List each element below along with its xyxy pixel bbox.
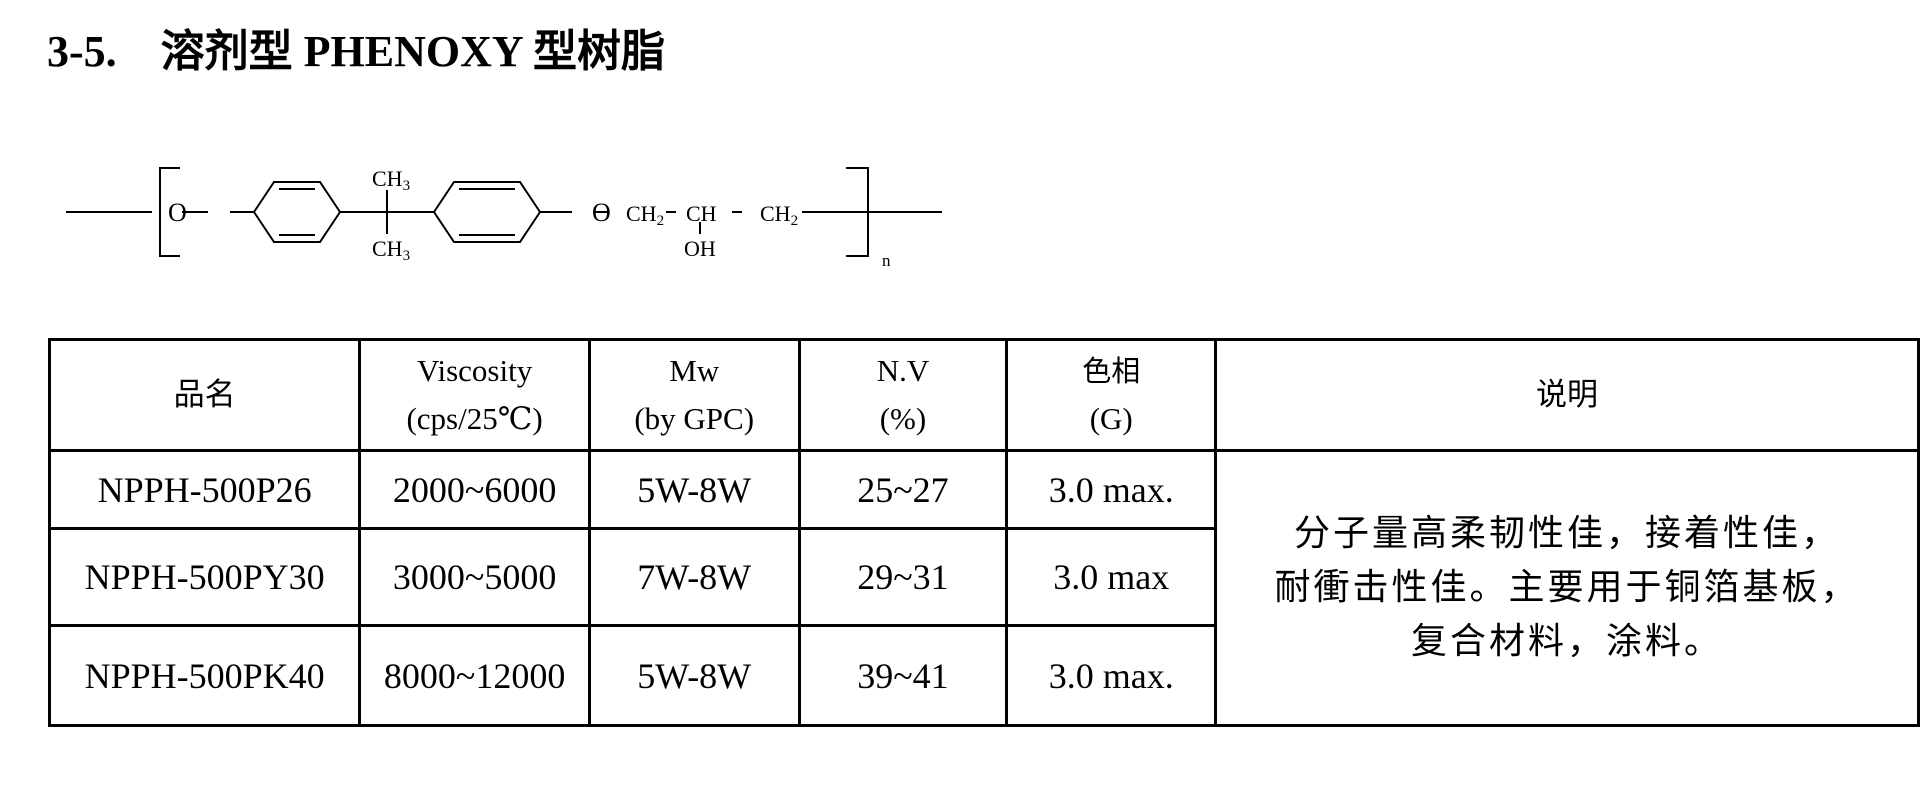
cell-color: 3.0 max bbox=[1005, 527, 1218, 627]
phenoxy-structure-diagram: O CH3 CH3 O CH2 CH CH2 OH n bbox=[66, 166, 942, 270]
table-header-row: 品名 Viscosity(cps/25℃) Mw(by GPC) N.V(%) … bbox=[47, 338, 1920, 452]
repeat-subscript-n: n bbox=[882, 251, 891, 270]
methylene-a: CH2 bbox=[626, 201, 664, 229]
section-number: 3-5. bbox=[47, 27, 117, 76]
cell-viscosity: 2000~6000 bbox=[358, 449, 591, 530]
header-mw: Mw(by GPC) bbox=[587, 338, 801, 452]
product-spec-table: 品名 Viscosity(cps/25℃) Mw(by GPC) N.V(%) … bbox=[47, 338, 1920, 727]
methyl-top: CH3 bbox=[372, 166, 410, 194]
cell-color: 3.0 max. bbox=[1005, 624, 1218, 727]
cell-product-name: NPPH-500PY30 bbox=[47, 527, 362, 627]
cell-mw: 5W-8W bbox=[587, 449, 801, 530]
methyl-bottom: CH3 bbox=[372, 236, 410, 264]
cell-description: 分子量高柔韧性佳，接着性佳， 耐衝击性佳。主要用于铜箔基板， 复合材料，涂料。 bbox=[1214, 449, 1920, 727]
cell-viscosity: 3000~5000 bbox=[358, 527, 591, 627]
header-color: 色相(G) bbox=[1005, 338, 1218, 452]
ether-oxygen-right: O bbox=[592, 198, 611, 227]
methylene-b: CH2 bbox=[760, 201, 798, 229]
cell-product-name: NPPH-500PK40 bbox=[47, 624, 362, 727]
table-row: NPPH-500P26 2000~6000 5W-8W 25~27 3.0 ma… bbox=[47, 449, 1920, 727]
hydroxyl: OH bbox=[684, 236, 716, 261]
methine: CH bbox=[686, 201, 717, 226]
description-line: 分子量高柔韧性佳，接着性佳， bbox=[1294, 513, 1841, 554]
cell-mw: 7W-8W bbox=[587, 527, 801, 627]
ether-oxygen-left: O bbox=[168, 198, 187, 227]
cell-product-name: NPPH-500P26 bbox=[47, 449, 362, 530]
cell-nv: 39~41 bbox=[797, 624, 1009, 727]
description-line: 复合材料，涂料。 bbox=[1411, 621, 1724, 662]
header-product-name: 品名 bbox=[47, 338, 362, 452]
cell-nv: 29~31 bbox=[797, 527, 1009, 627]
description-line: 耐衝击性佳。主要用于铜箔基板， bbox=[1274, 567, 1860, 608]
section-title: 溶剂型 PHENOXY 型树脂 bbox=[160, 27, 666, 76]
header-description: 说明 bbox=[1214, 338, 1920, 452]
cell-color: 3.0 max. bbox=[1005, 449, 1218, 530]
header-nv: N.V(%) bbox=[797, 338, 1009, 452]
table-row: NPPH-500PK40 8000~12000 5W-8W 39~41 3.0 … bbox=[47, 624, 1919, 727]
cell-mw: 5W-8W bbox=[587, 624, 801, 727]
header-viscosity: Viscosity(cps/25℃) bbox=[358, 338, 591, 452]
table-row: NPPH-500PY30 3000~5000 7W-8W 29~31 3.0 m… bbox=[47, 527, 1919, 627]
cell-nv: 25~27 bbox=[797, 449, 1009, 530]
cell-viscosity: 8000~12000 bbox=[358, 624, 591, 727]
section-heading: 3-5. 溶剂型 PHENOXY 型树脂 bbox=[47, 22, 665, 82]
